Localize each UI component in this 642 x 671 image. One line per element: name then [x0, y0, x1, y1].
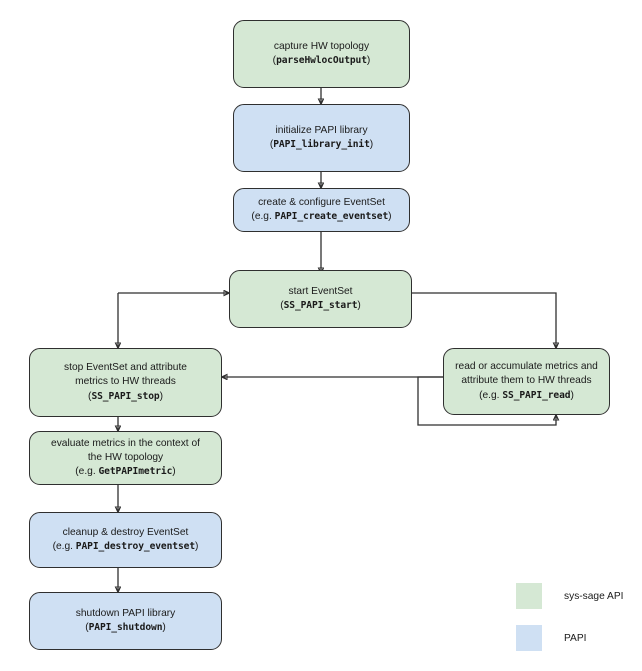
node-evaluate-paren-open: (e.g.: [75, 466, 99, 478]
node-cleanup-code: PAPI_destroy_eventset: [75, 541, 195, 552]
node-shutdown-line-1: shutdown PAPI library: [75, 607, 176, 619]
node-create-paren-open: (e.g.: [251, 211, 275, 222]
node-init-code: PAPI_library_init: [273, 139, 370, 150]
node-read-accumulate-metrics[interactable]: read or accumulate metrics and attribute…: [443, 348, 610, 415]
legend-label-sys-sage-api: sys-sage API: [564, 590, 624, 602]
node-shutdown-line-2: (PAPI_shutdown): [85, 621, 166, 635]
node-evaluate-line-2: (e.g. GetPAPImetric): [75, 465, 175, 479]
node-stop-code: SS_PAPI_stop: [91, 390, 160, 402]
node-start-paren-open: (: [280, 300, 284, 311]
node-evaluate-line-1b: the HW topology: [87, 451, 164, 463]
node-create-line-2: (e.g. PAPI_create_eventset): [251, 210, 391, 224]
node-evaluate-line-1: evaluate metrics in the context of: [51, 437, 200, 449]
node-stop-paren-close: ): [159, 390, 163, 402]
node-stop-paren-open: (: [88, 390, 92, 402]
node-read-line-1: read or accumulate metrics and: [455, 361, 598, 373]
legend-item-papi: PAPI: [516, 625, 586, 651]
node-read-line-1b: attribute them to HW threads: [461, 375, 592, 387]
node-cleanup-line-2: (e.g. PAPI_destroy_eventset): [53, 540, 199, 554]
node-capture-code: parseHwlocOutput: [276, 55, 367, 66]
node-create-paren-close: ): [388, 211, 392, 222]
node-init-paren-open: (: [269, 139, 274, 150]
node-shutdown-code: PAPI_shutdown: [88, 622, 163, 633]
node-init-line-1: initialize PAPI library: [275, 124, 368, 136]
node-stop-eventset[interactable]: stop EventSet and attribute metrics to H…: [29, 348, 222, 417]
edge-start-to-read: [412, 292, 556, 348]
node-stop-line-2: (SS_PAPI_stop): [88, 390, 163, 404]
node-read-code: SS_PAPI_read: [502, 389, 571, 401]
node-init-paren-close: ): [369, 139, 374, 150]
legend-label-papi: PAPI: [564, 632, 587, 644]
node-cleanup-destroy-eventset[interactable]: cleanup & destroy EventSet (e.g. PAPI_de…: [29, 512, 222, 568]
node-evaluate-paren-close: ): [172, 466, 176, 478]
node-stop-line-1b: metrics to HW threads: [75, 376, 176, 388]
node-cleanup-paren-open: (e.g.: [52, 541, 76, 552]
node-read-paren-close: ): [570, 389, 574, 401]
node-evaluate-metrics[interactable]: evaluate metrics in the context of the H…: [29, 431, 222, 485]
node-read-line-2: (e.g. SS_PAPI_read): [479, 389, 574, 403]
node-capture-paren-open: (: [272, 55, 277, 66]
node-start-line-2: (SS_PAPI_start): [280, 299, 361, 313]
node-start-line-1: start EventSet: [288, 285, 353, 297]
node-create-configure-eventset[interactable]: create & configure EventSet (e.g. PAPI_c…: [233, 188, 410, 232]
node-init-line-2: (PAPI_library_init): [270, 138, 373, 152]
node-start-eventset[interactable]: start EventSet (SS_PAPI_start): [229, 270, 412, 328]
node-capture-line-1: capture HW topology: [273, 40, 370, 52]
legend-item-sys-sage-api: sys-sage API: [516, 583, 623, 609]
legend-swatch-sys-sage-api: [516, 583, 542, 609]
node-capture-hw-topology[interactable]: capture HW topology (parseHwlocOutput): [233, 20, 410, 88]
node-capture-paren-close: ): [366, 55, 371, 66]
node-shutdown-papi-library[interactable]: shutdown PAPI library (PAPI_shutdown): [29, 592, 222, 650]
node-read-paren-open: (e.g.: [479, 389, 503, 401]
node-create-code: PAPI_create_eventset: [274, 211, 389, 222]
node-shutdown-paren-close: ): [162, 622, 166, 633]
node-evaluate-code: GetPAPImetric: [98, 466, 173, 478]
legend-swatch-papi: [516, 625, 542, 651]
node-stop-line-1: stop EventSet and attribute: [64, 362, 187, 374]
node-cleanup-line-1: cleanup & destroy EventSet: [62, 526, 189, 538]
node-cleanup-paren-close: ): [195, 541, 199, 552]
node-create-line-1: create & configure EventSet: [258, 196, 385, 208]
node-shutdown-paren-open: (: [85, 622, 89, 633]
node-start-code: SS_PAPI_start: [283, 300, 358, 311]
node-capture-line-2: (parseHwlocOutput): [273, 54, 371, 68]
node-start-paren-close: ): [357, 300, 361, 311]
node-initialize-papi-library[interactable]: initialize PAPI library (PAPI_library_in…: [233, 104, 410, 172]
